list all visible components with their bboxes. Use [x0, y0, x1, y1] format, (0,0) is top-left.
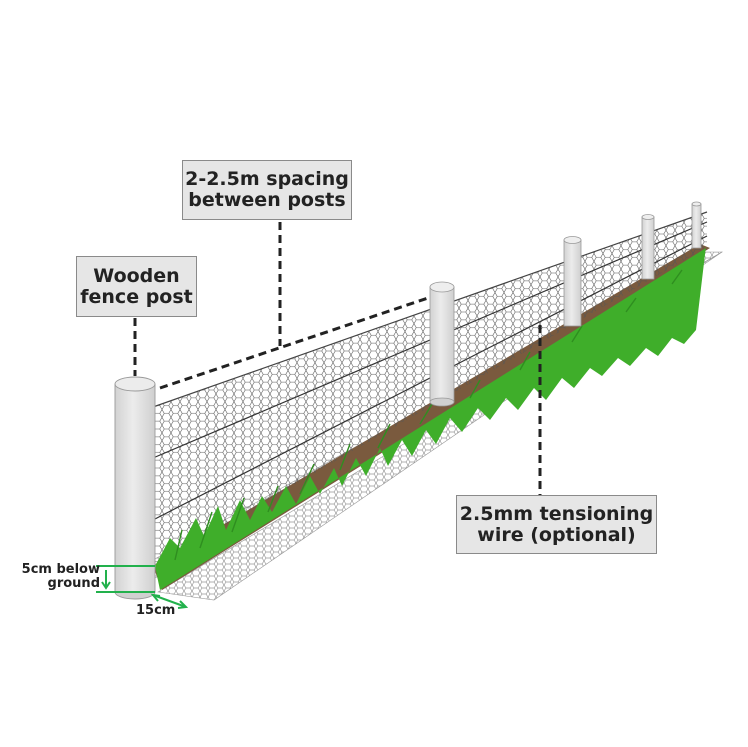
- depth-dimension: [96, 565, 155, 593]
- diameter-label-text: 15cm: [136, 603, 176, 618]
- wire-callout-line2: wire (optional): [477, 523, 636, 546]
- diameter-dimension: [150, 593, 189, 609]
- spacing-callout-line1: 2-2.5m spacing: [185, 168, 349, 190]
- fence-post-2: [429, 281, 455, 407]
- fence-post-3: [563, 236, 582, 327]
- spacing-callout: 2-2.5m spacing between posts: [182, 160, 352, 220]
- fence-post-4: [641, 214, 655, 280]
- leader-lines: [133, 222, 542, 496]
- grass-blades: [174, 269, 683, 561]
- post-callout-line1: Wooden: [93, 264, 180, 287]
- depth-label: 5cm below ground: [16, 563, 100, 591]
- wire-callout: 2.5mm tensioning wire (optional): [456, 495, 657, 554]
- depth-label-line2: ground: [47, 576, 100, 591]
- fence-post-front: [114, 376, 156, 600]
- depth-label-line1: 5cm below: [21, 562, 100, 577]
- spacing-callout-line2: between posts: [188, 189, 346, 211]
- fence-post-5: [691, 201, 702, 249]
- grass-strip: [155, 246, 706, 590]
- wire-callout-line1: 2.5mm tensioning: [459, 502, 654, 525]
- diameter-label: 15cm: [136, 604, 175, 618]
- post-callout-line2: fence post: [80, 285, 193, 308]
- post-callout: Wooden fence post: [76, 256, 197, 317]
